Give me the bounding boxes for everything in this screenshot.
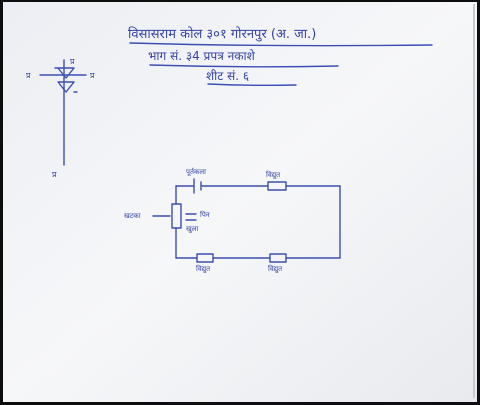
switch-label: खटका: [124, 212, 141, 220]
header-line-2: भाग सं. ३4 प्रपत्र नकाशे: [148, 49, 256, 63]
switch-detail-open: खुला: [186, 225, 198, 233]
header-line-3: शीट सं. ६: [206, 69, 249, 83]
paper-sheet: [3, 2, 477, 402]
schematic-label-top: प्र: [70, 57, 75, 66]
lamp-bottom-right-label: विद्युत: [268, 264, 283, 273]
battery-label: पूर्तकला: [186, 167, 206, 176]
header-underline-3: [207, 83, 297, 87]
schematic-label-left: प्र: [26, 71, 31, 80]
lamp-top-label: विद्युत: [266, 170, 281, 179]
component-schematic: प्र प्र प्र प्र: [26, 57, 95, 179]
circuit-diagram: पूर्तकला विद्युत खटका पिन खुला विद्युत व…: [124, 167, 341, 273]
header-underline-1: [129, 42, 433, 47]
lamp-bottom-left-label: विद्युत: [196, 264, 211, 273]
header-line-1: विसासराम कोल ३०१ गोरनपुर (अ. जा.): [128, 26, 316, 42]
schematic-label-bottom: प्र: [52, 170, 57, 179]
schematic-label-right: प्र: [90, 71, 95, 80]
header-underline-2: [149, 64, 339, 68]
switch-detail-pin: पिन: [200, 210, 210, 219]
